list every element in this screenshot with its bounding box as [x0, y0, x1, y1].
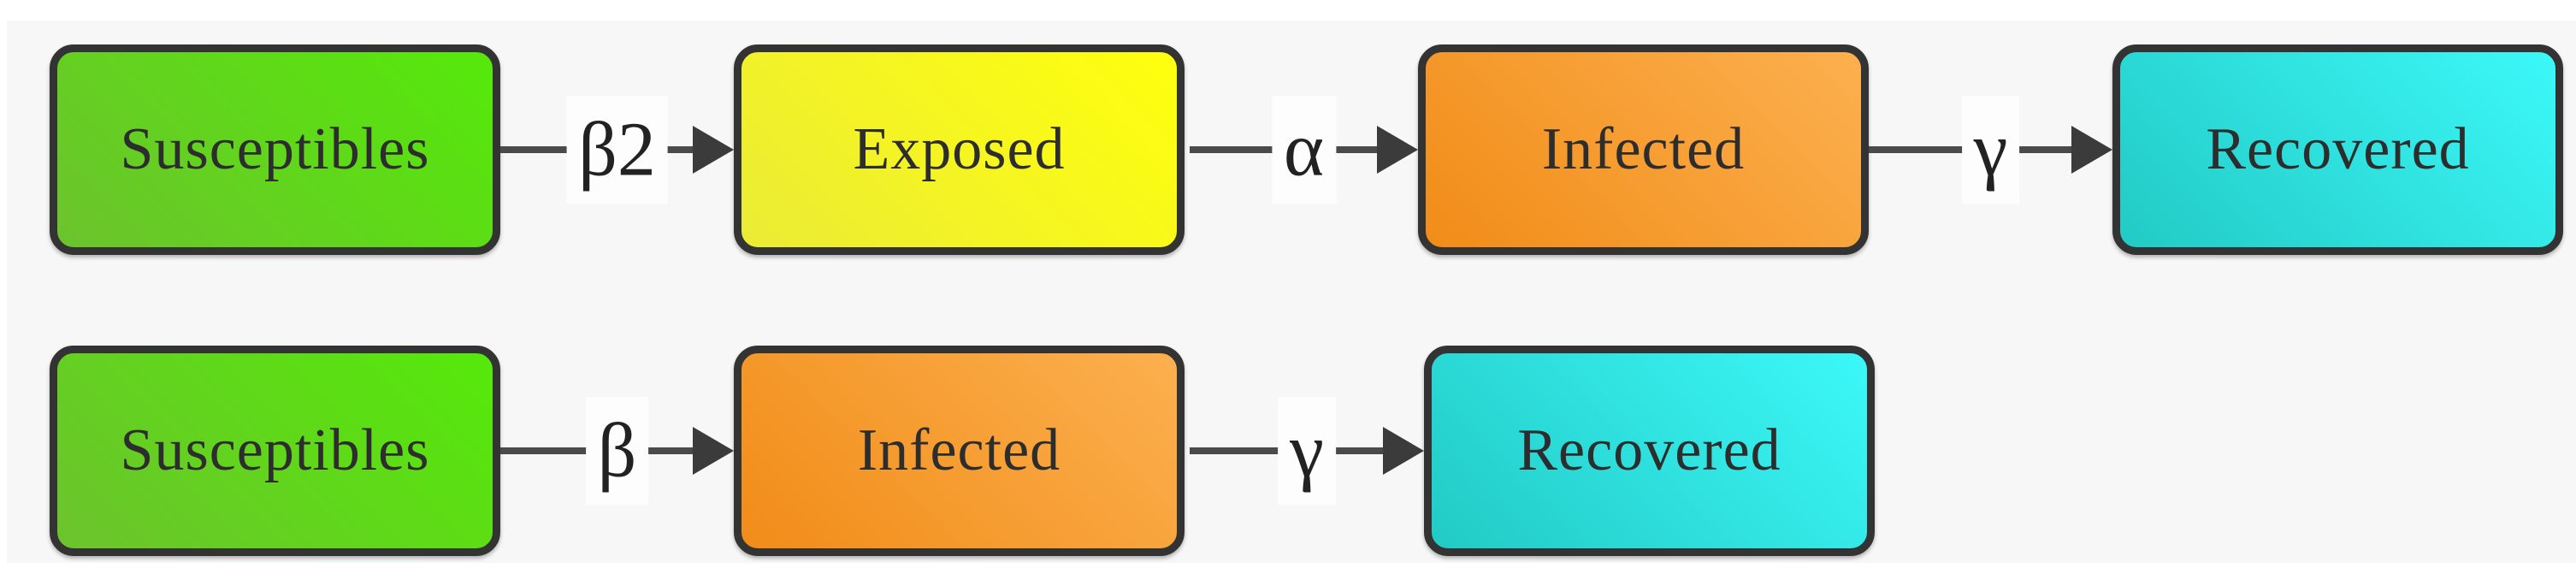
edge-infected-recovered-seir: γ [1869, 77, 2112, 222]
edge-label-beta[interactable]: β [585, 397, 649, 505]
node-infected-sir[interactable]: Infected [734, 346, 1185, 556]
node-label: Susceptibles [120, 417, 430, 483]
node-susceptibles-seir[interactable]: Susceptibles [50, 44, 500, 255]
node-exposed[interactable]: Exposed [734, 44, 1185, 255]
edge-susceptibles-exposed: β2 [500, 77, 734, 222]
node-label: Infected [1541, 116, 1746, 182]
node-label: Recovered [2206, 116, 2470, 182]
arrowhead-icon [2071, 126, 2112, 174]
edge-label-gamma-sir[interactable]: γ [1278, 397, 1336, 505]
arrowhead-icon [693, 427, 734, 475]
edge-label-beta2[interactable]: β2 [566, 96, 668, 204]
edge-susceptibles-infected: β [500, 378, 734, 524]
arrowhead-icon [693, 126, 734, 174]
edge-label-gamma-seir[interactable]: γ [1961, 96, 2020, 204]
node-susceptibles-sir[interactable]: Susceptibles [50, 346, 500, 556]
node-recovered-sir[interactable]: Recovered [1424, 346, 1875, 556]
edge-label-alpha[interactable]: α [1271, 96, 1337, 204]
edge-infected-recovered-sir: γ [1190, 378, 1424, 524]
node-label: Recovered [1517, 417, 1781, 483]
arrowhead-icon [1377, 126, 1418, 174]
node-label: Infected [857, 417, 1061, 483]
node-infected-seir[interactable]: Infected [1418, 44, 1869, 255]
node-recovered-seir[interactable]: Recovered [2112, 44, 2563, 255]
node-label: Exposed [853, 116, 1066, 182]
edge-exposed-infected: α [1190, 77, 1418, 222]
arrowhead-icon [1383, 427, 1424, 475]
node-label: Susceptibles [120, 116, 430, 182]
